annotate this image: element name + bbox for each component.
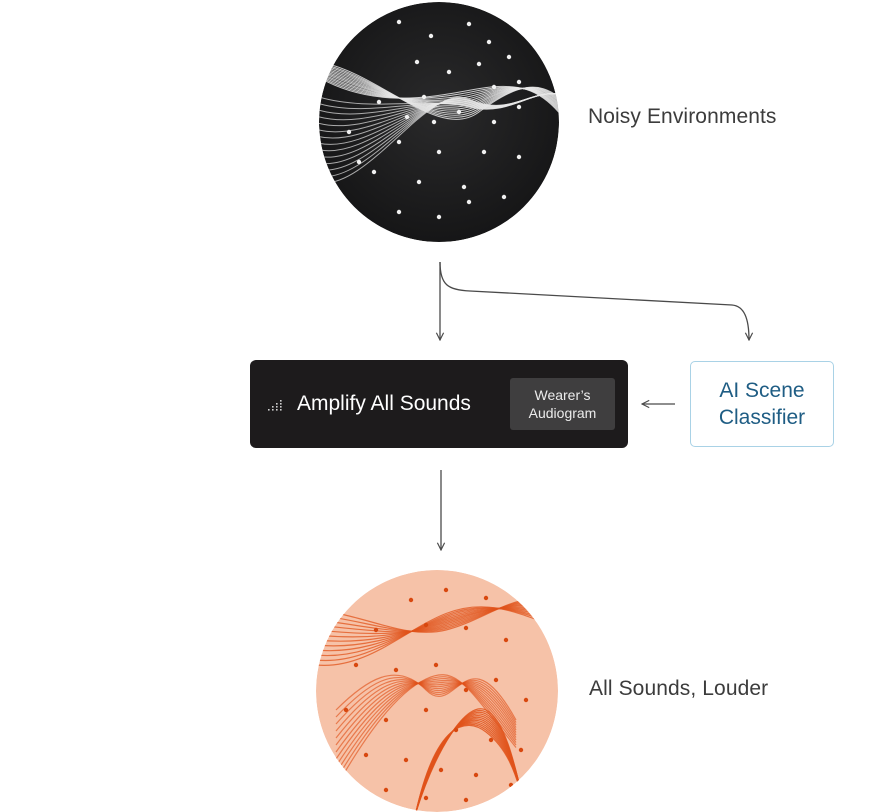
wave-line: [316, 606, 558, 638]
sound-dot: [488, 737, 494, 743]
noise-dot: [414, 59, 420, 65]
noise-dot: [428, 33, 434, 39]
wave-line: [319, 77, 559, 113]
wave-line: [335, 677, 517, 774]
noise-dot: [396, 209, 402, 215]
wave-line: [319, 93, 559, 184]
noise-dot: [404, 114, 410, 120]
noise-dot: [436, 149, 442, 155]
sound-dot: [508, 782, 514, 788]
sound-dot: [383, 717, 389, 723]
wave-line: [335, 681, 517, 739]
noise-dot: [371, 169, 377, 175]
sound-dot: [423, 622, 429, 628]
wave-line: [316, 607, 558, 657]
audiogram-chip-line1: Wearer’s: [534, 387, 591, 403]
sound-dot: [443, 587, 449, 593]
noise-dot: [516, 104, 522, 110]
sound-dot: [463, 625, 469, 631]
wave-line: [335, 678, 517, 726]
sound-dot: [438, 767, 444, 773]
noise-dot: [436, 214, 442, 220]
noise-dot: [491, 84, 497, 90]
noise-dot: [476, 61, 482, 67]
noise-dot: [486, 39, 492, 45]
noise-dot: [346, 129, 352, 135]
wave-line: [316, 603, 558, 633]
wave-line: [335, 681, 517, 760]
arrow-input-to-classifier: [439, 261, 749, 340]
wave-line: [335, 677, 517, 723]
sound-dot: [383, 787, 389, 793]
sound-dot: [403, 757, 409, 763]
wave-line: [316, 607, 558, 647]
wave-line: [316, 604, 558, 635]
sound-dot: [463, 687, 469, 693]
noise-dot: [516, 79, 522, 85]
ai-scene-classifier-box: AI Scene Classifier: [690, 361, 834, 447]
noise-dot: [431, 119, 437, 125]
noise-dot: [416, 179, 422, 185]
sound-dot: [393, 667, 399, 673]
audiogram-chip-line2: Audiogram: [528, 405, 597, 421]
sound-dot: [363, 752, 369, 758]
noise-dot: [396, 19, 402, 25]
sound-dot: [453, 727, 459, 733]
noise-dot: [396, 139, 402, 145]
noise-dot: [501, 194, 507, 200]
wave-line: [316, 607, 558, 652]
input-node-label: Noisy Environments: [588, 105, 777, 128]
sound-dot: [433, 662, 439, 668]
noise-wave-circle-icon: [319, 2, 559, 242]
process-title: Amplify All Sounds: [297, 392, 471, 415]
noise-dot: [481, 149, 487, 155]
amplified-wave-circle-icon: [316, 570, 558, 812]
audiogram-chip: Wearer’s Audiogram: [510, 378, 615, 430]
noise-dot: [491, 119, 497, 125]
sound-dot: [503, 637, 509, 643]
noise-dot: [461, 184, 467, 190]
sound-dot: [518, 747, 524, 753]
sound-dot: [353, 662, 359, 668]
wave-line: [335, 676, 517, 781]
sound-dot: [523, 697, 529, 703]
wave-line: [335, 679, 517, 767]
wave-line: [316, 607, 558, 642]
sound-dot: [423, 795, 429, 801]
wave-line: [316, 606, 558, 662]
noise-dot: [506, 54, 512, 60]
sound-dot: [483, 595, 489, 601]
wave-line: [335, 674, 517, 788]
amplify-process-box: Amplify All Sounds Wearer’s Audiogram: [250, 360, 628, 448]
sound-dot: [493, 677, 499, 683]
noise-dot: [356, 159, 362, 165]
noise-dot: [456, 109, 462, 115]
noise-dot: [466, 21, 472, 27]
wave-line: [335, 682, 517, 746]
level-bars-icon: [268, 400, 282, 411]
noise-dot: [421, 94, 427, 100]
sound-dot: [373, 627, 379, 633]
noise-dot: [466, 199, 472, 205]
noise-dot: [446, 69, 452, 75]
wave-line: [415, 724, 527, 812]
output-node-label: All Sounds, Louder: [589, 677, 769, 700]
sound-dot: [343, 707, 349, 713]
wave-line: [335, 674, 517, 721]
wave-line: [335, 680, 517, 732]
classifier-line1: AI Scene: [719, 379, 805, 402]
noise-dot: [376, 99, 382, 105]
sound-dot: [423, 707, 429, 713]
wave-line: [316, 606, 558, 666]
wave-line: [335, 682, 517, 753]
sound-dot: [473, 772, 479, 778]
noise-dot: [516, 154, 522, 160]
sound-dot: [408, 597, 414, 603]
classifier-line2: Classifier: [718, 406, 806, 429]
sound-dot: [463, 797, 469, 803]
